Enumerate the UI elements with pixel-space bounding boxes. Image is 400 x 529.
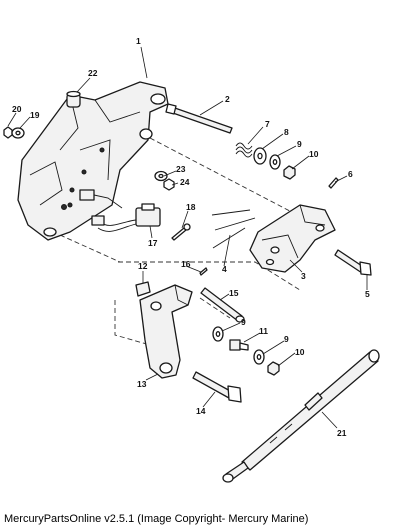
callout-24: 24	[180, 177, 190, 187]
callout-15: 15	[229, 288, 239, 298]
callout-14: 14	[196, 406, 206, 416]
callout-labels: 1 2 22 20 19 7 8 9 10 6 23 24 18 17 4 3 …	[12, 36, 370, 438]
part-22-bushing	[66, 90, 81, 108]
callout-17: 17	[148, 238, 158, 248]
callout-8: 8	[284, 127, 289, 137]
callout-21: 21	[337, 428, 347, 438]
callout-10-upper: 10	[309, 149, 319, 159]
part-3-lever-assembly	[249, 204, 336, 273]
callout-3: 3	[301, 271, 306, 281]
callout-12: 12	[138, 261, 148, 271]
callout-6: 6	[348, 169, 353, 179]
part-2-pivot-bolt	[165, 103, 233, 134]
part-1-main-bracket	[17, 81, 169, 241]
callout-11: 11	[259, 326, 268, 336]
callout-5: 5	[365, 289, 370, 299]
part-9-washer-upper	[269, 154, 281, 170]
part-18-screw	[171, 223, 191, 241]
part-14-bolt	[192, 371, 242, 403]
callout-13: 13	[137, 379, 147, 389]
part-21-long-rod	[222, 349, 380, 483]
image-caption: MercuryPartsOnline v2.5.1 (Image Copyrig…	[4, 513, 309, 525]
part-17-switch-module	[61, 189, 161, 232]
callout-4: 4	[222, 264, 227, 274]
callout-23: 23	[176, 164, 186, 174]
callout-16: 16	[181, 259, 191, 269]
part-12-clip	[135, 281, 151, 297]
callout-7: 7	[265, 119, 270, 129]
part-23-washer	[154, 170, 168, 182]
part-8-washer	[253, 147, 267, 165]
callout-9-lower-b: 9	[284, 334, 289, 344]
part-20-nut	[3, 126, 13, 139]
part-4-rods	[211, 209, 256, 249]
callout-19: 19	[30, 110, 40, 120]
callout-2: 2	[225, 94, 230, 104]
part-24-nut	[163, 178, 175, 191]
callout-22: 22	[88, 68, 98, 78]
callout-10-lower: 10	[295, 347, 305, 357]
part-19-washer	[11, 127, 25, 139]
part-13-lower-lever	[139, 284, 193, 379]
callout-20: 20	[12, 104, 22, 114]
part-15-dowel-pin	[200, 287, 245, 323]
leader-lines	[7, 46, 368, 429]
part-16-pin	[199, 267, 208, 276]
part-7-spring	[235, 142, 253, 158]
callout-1: 1	[136, 36, 141, 46]
part-9-washer-lower-a	[212, 326, 224, 342]
part-11-fitting	[229, 339, 249, 351]
callout-9-upper: 9	[297, 139, 302, 149]
part-10-nut-lower	[267, 361, 280, 376]
part-6-pin	[328, 177, 339, 189]
part-9-washer-lower-b	[253, 349, 265, 365]
callout-18: 18	[186, 202, 196, 212]
part-5-bolt	[334, 249, 372, 276]
callout-9-lower-a: 9	[241, 317, 246, 327]
